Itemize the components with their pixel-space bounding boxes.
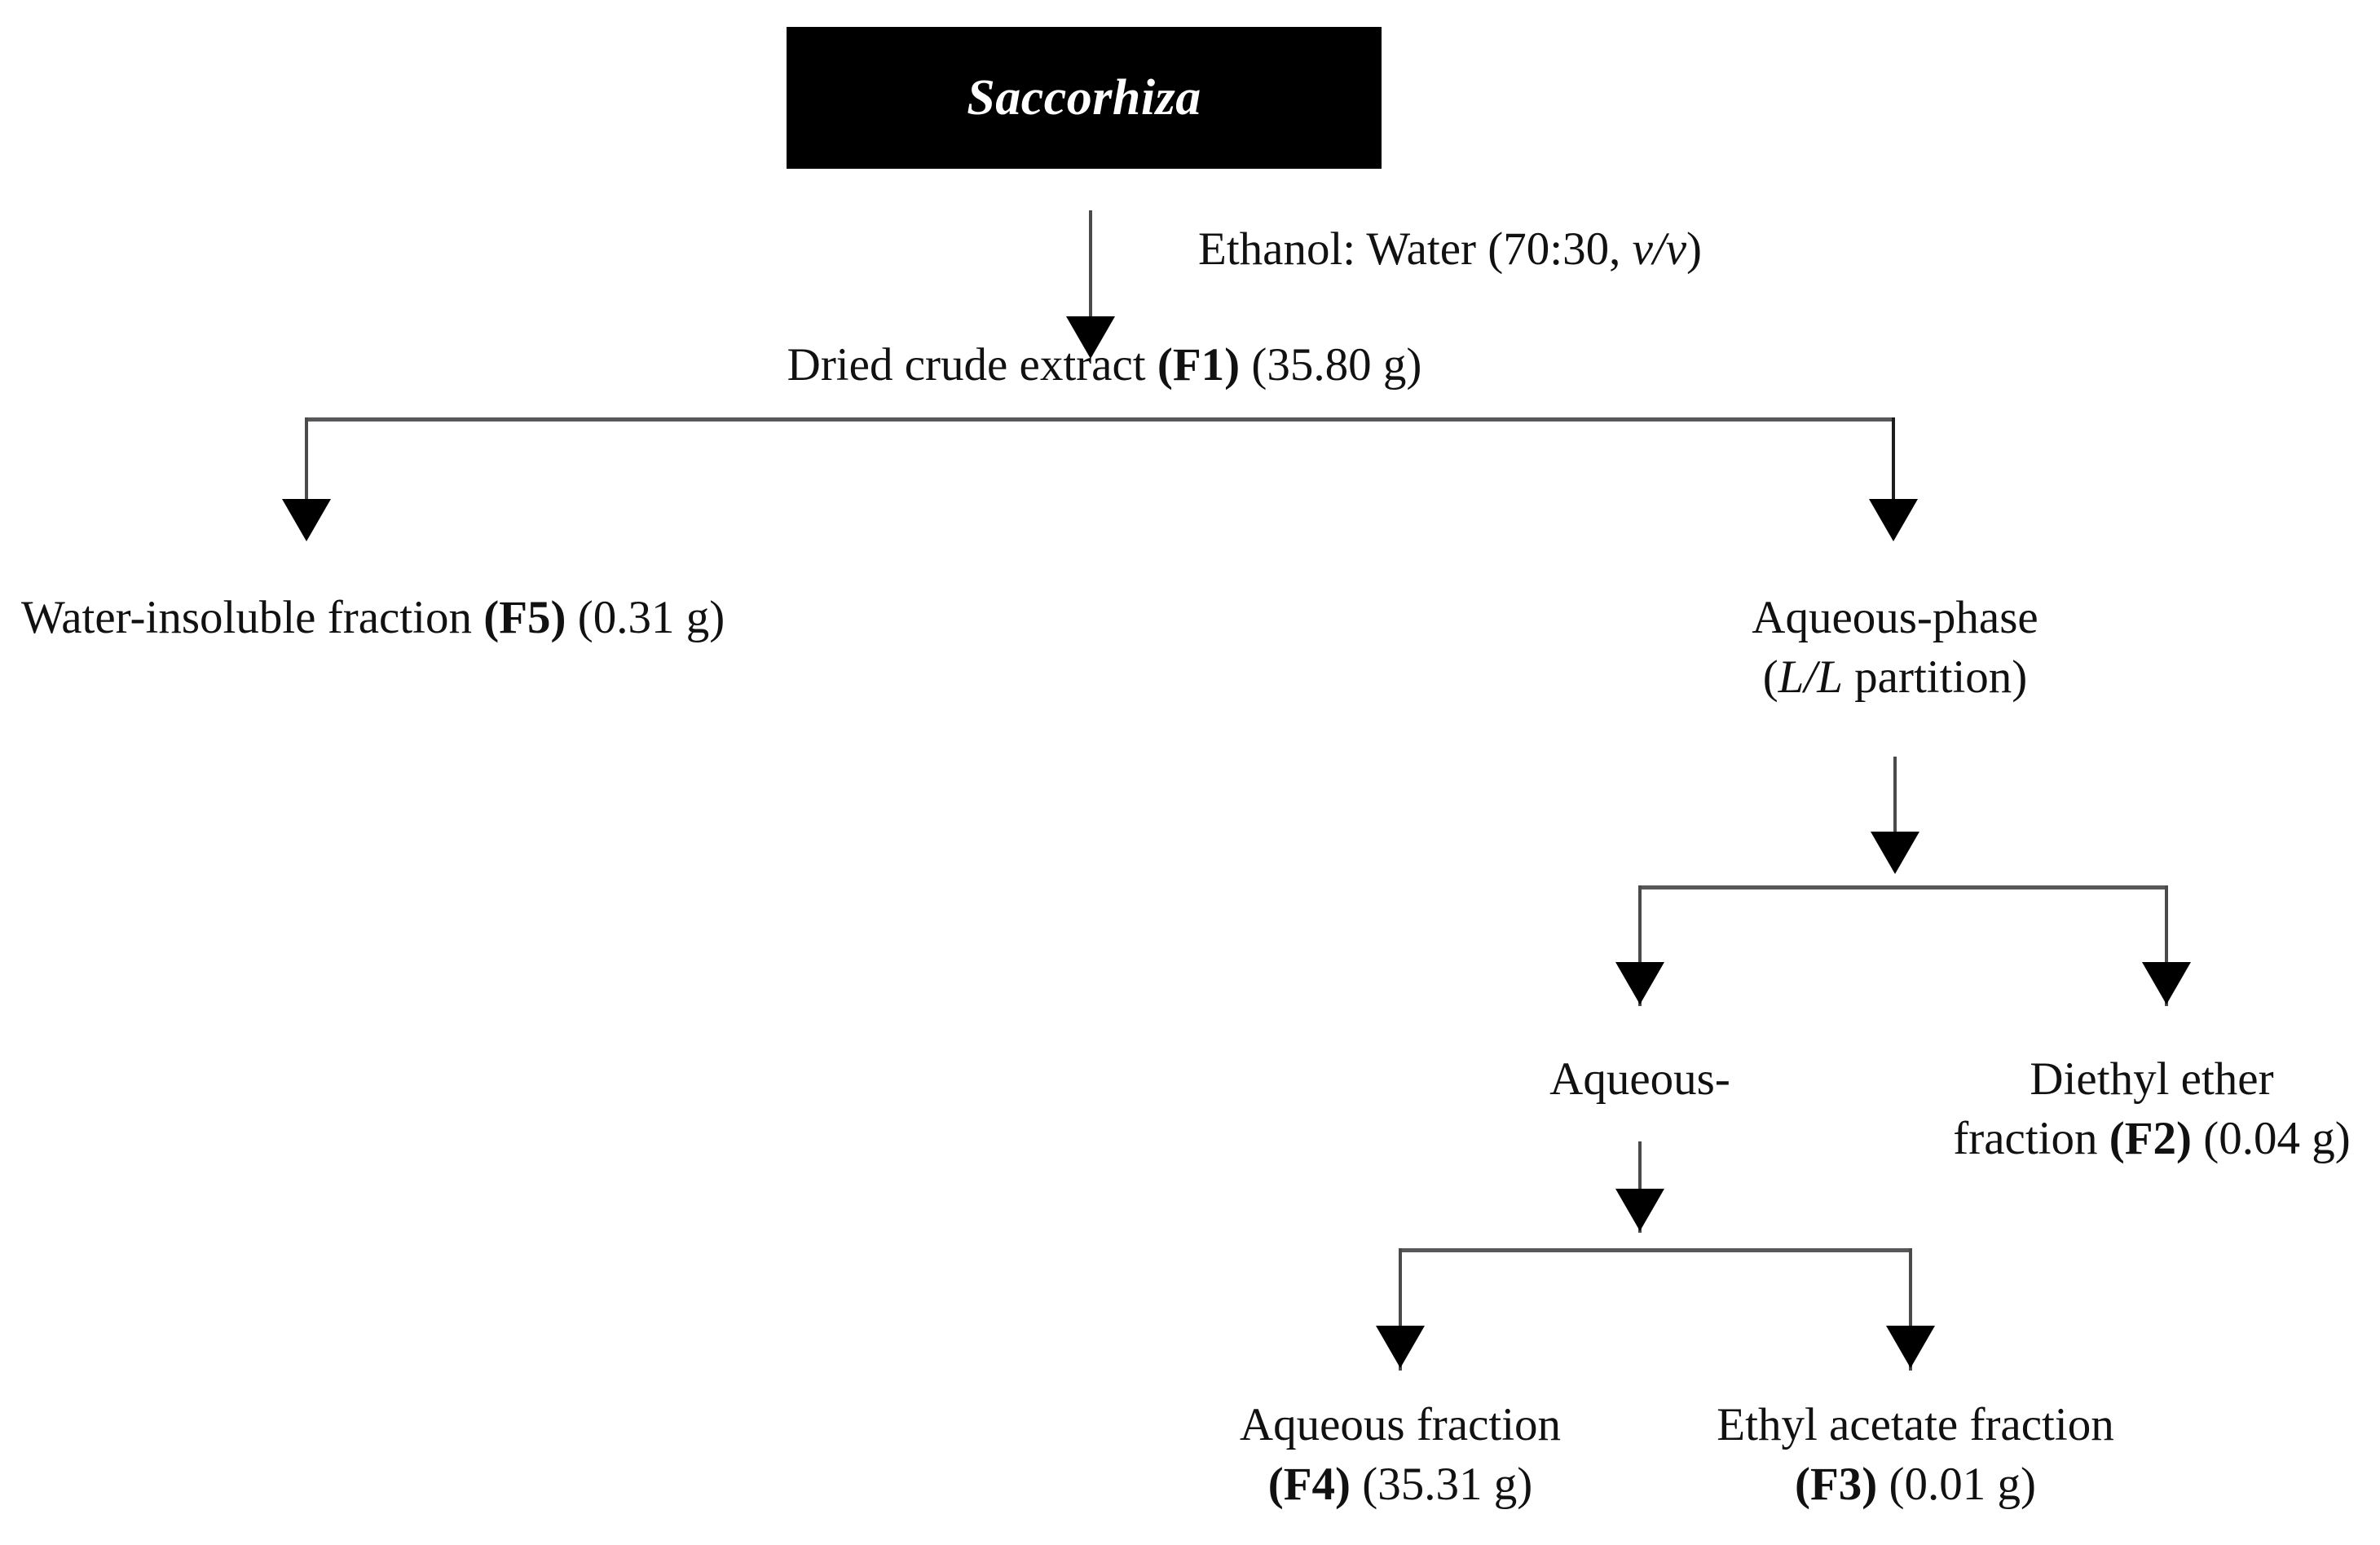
arrowhead-split1-right [1869, 499, 1918, 541]
connector-split3-left-arm [1399, 1248, 1402, 1371]
node-dried-crude-extract-prefix: Dried crude extract [787, 339, 1157, 391]
arrowhead-split2-right [2142, 962, 2191, 1004]
node-aqueous-phase-paren-open: ( [1762, 651, 1778, 703]
node-dried-crude-extract: Dried crude extract (F1) (35.80 g) [787, 336, 1422, 395]
arrowhead-aqueous-phase-stem [1871, 832, 1919, 874]
connector-split3-right-arm [1909, 1248, 1912, 1371]
node-diethyl-ether-code: (F2) [2109, 1112, 2193, 1164]
node-water-insoluble-fraction-prefix: Water-insoluble fraction [21, 592, 484, 643]
node-aqueous-fraction-mass: (35.31 g) [1351, 1458, 1533, 1510]
connector-split1-left-arm [305, 417, 308, 538]
node-diethyl-ether-prefix: fraction [1953, 1112, 2109, 1164]
node-diethyl-ether-line1: Diethyl ether [2030, 1053, 2274, 1105]
arrowhead-split3-left [1376, 1326, 1425, 1368]
arrowhead-aqueous-intermediate-stem [1615, 1189, 1664, 1231]
connector-root-to-crude-extract [1089, 210, 1092, 326]
node-aqueous-fraction-code: (F4) [1267, 1458, 1351, 1510]
arrowhead-split1-left [282, 499, 331, 541]
node-diethyl-ether-line2: fraction (F2) (0.04 g) [1953, 1110, 2350, 1169]
node-dried-crude-extract-code: (F1) [1157, 339, 1241, 391]
node-aqueous-phase: Aqueous-phase (L/L partition) [1752, 589, 2038, 708]
solvent-annotation-ratio-italic: v/v [1632, 223, 1687, 275]
node-ethyl-acetate-mass: (0.01 g) [1877, 1458, 2036, 1510]
node-ethyl-acetate-fraction: Ethyl acetate fraction (F3) (0.01 g) [1717, 1396, 2113, 1515]
connector-aqueous-phase-stem [1893, 757, 1897, 871]
node-aqueous-fraction-line1: Aqueous fraction [1239, 1399, 1562, 1450]
node-aqueous-fraction: Aqueous fraction (F4) (35.31 g) [1240, 1396, 1561, 1515]
connector-split2-right-arm [2165, 885, 2168, 1006]
arrowhead-root-to-crude-extract [1066, 316, 1115, 359]
solvent-annotation-suffix: ) [1686, 223, 1702, 275]
node-diethyl-ether-fraction: Diethyl ether fraction (F2) (0.04 g) [1953, 1050, 2350, 1169]
connector-aqueous-intermediate-stem [1638, 1141, 1642, 1233]
connector-split2-horizontal [1638, 885, 2168, 889]
root-node-saccorhiza: Saccorhiza [787, 27, 1382, 169]
arrowhead-split3-right [1886, 1326, 1935, 1368]
node-aqueous-phase-line2: (L/L partition) [1752, 648, 2038, 708]
node-diethyl-ether-mass: (0.04 g) [2192, 1112, 2351, 1164]
connector-split2-left-arm [1638, 885, 1642, 1006]
node-aqueous-phase-partition-text: partition) [1842, 651, 2028, 703]
node-water-insoluble-fraction-code: (F5) [483, 592, 566, 643]
node-water-insoluble-fraction-mass: (0.31 g) [566, 592, 725, 643]
node-aqueous-phase-line1: Aqueous-phase [1752, 592, 2038, 643]
root-node-label: Saccorhiza [967, 70, 1201, 126]
node-ethyl-acetate-line2: (F3) (0.01 g) [1717, 1455, 2113, 1515]
node-ethyl-acetate-code: (F3) [1795, 1458, 1878, 1510]
node-aqueous-fraction-line2: (F4) (35.31 g) [1240, 1455, 1561, 1515]
connector-split1-right-arm [1892, 417, 1895, 538]
node-aqueous-intermediate-label: Aqueous- [1549, 1053, 1730, 1105]
solvent-annotation-prefix: Ethanol: Water (70:30, [1198, 223, 1633, 275]
node-aqueous-intermediate: Aqueous- [1549, 1050, 1730, 1110]
connector-split1-horizontal [305, 417, 1895, 422]
node-ethyl-acetate-line1: Ethyl acetate fraction [1717, 1399, 2114, 1450]
solvent-annotation: Ethanol: Water (70:30, v/v) [1198, 220, 1702, 280]
node-dried-crude-extract-mass: (35.80 g) [1240, 339, 1422, 391]
connector-split3-horizontal [1399, 1248, 1912, 1252]
node-water-insoluble-fraction: Water-insoluble fraction (F5) (0.31 g) [21, 589, 725, 648]
node-aqueous-phase-ll-italic: L/L [1778, 651, 1843, 703]
arrowhead-split2-left [1615, 962, 1664, 1004]
